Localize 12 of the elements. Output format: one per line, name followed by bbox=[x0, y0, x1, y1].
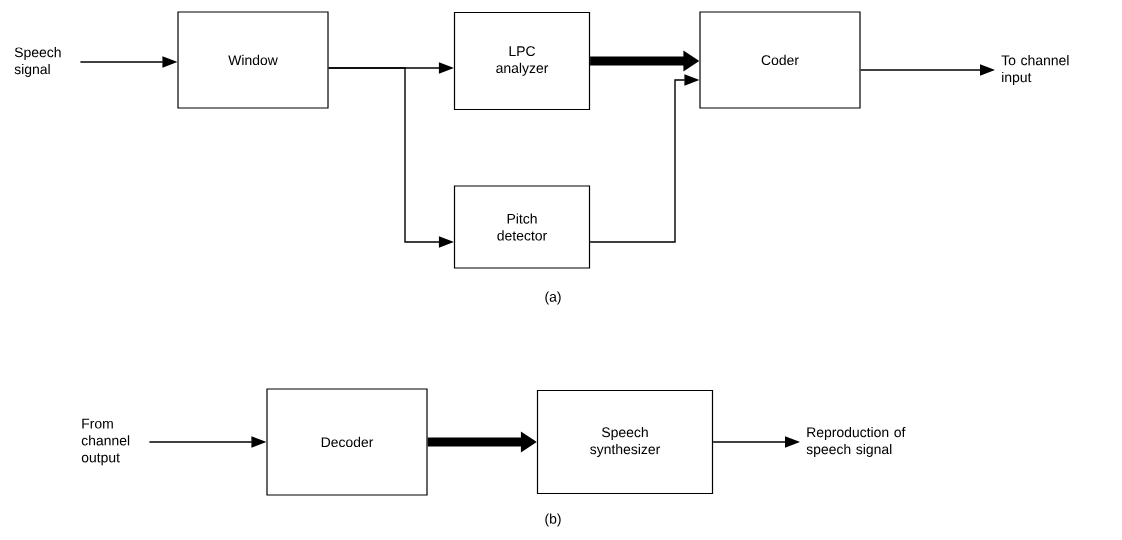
process-box: Window bbox=[177, 11, 329, 109]
signal-label: From channel output bbox=[81, 418, 130, 466]
process-box: Decoder bbox=[266, 388, 428, 496]
process-box: Pitch detector bbox=[453, 185, 591, 269]
signal-label: Speech signal bbox=[14, 47, 61, 77]
signal-label: To channel input bbox=[1001, 55, 1069, 85]
process-box: Coder bbox=[699, 11, 861, 109]
figure-label: (b) bbox=[545, 513, 561, 527]
process-box: Speech synthesizer bbox=[536, 389, 714, 495]
signal-label: Reproduction of speech signal bbox=[806, 427, 906, 457]
figure-label: (a) bbox=[545, 291, 561, 305]
process-box: LPC analyzer bbox=[453, 11, 591, 111]
